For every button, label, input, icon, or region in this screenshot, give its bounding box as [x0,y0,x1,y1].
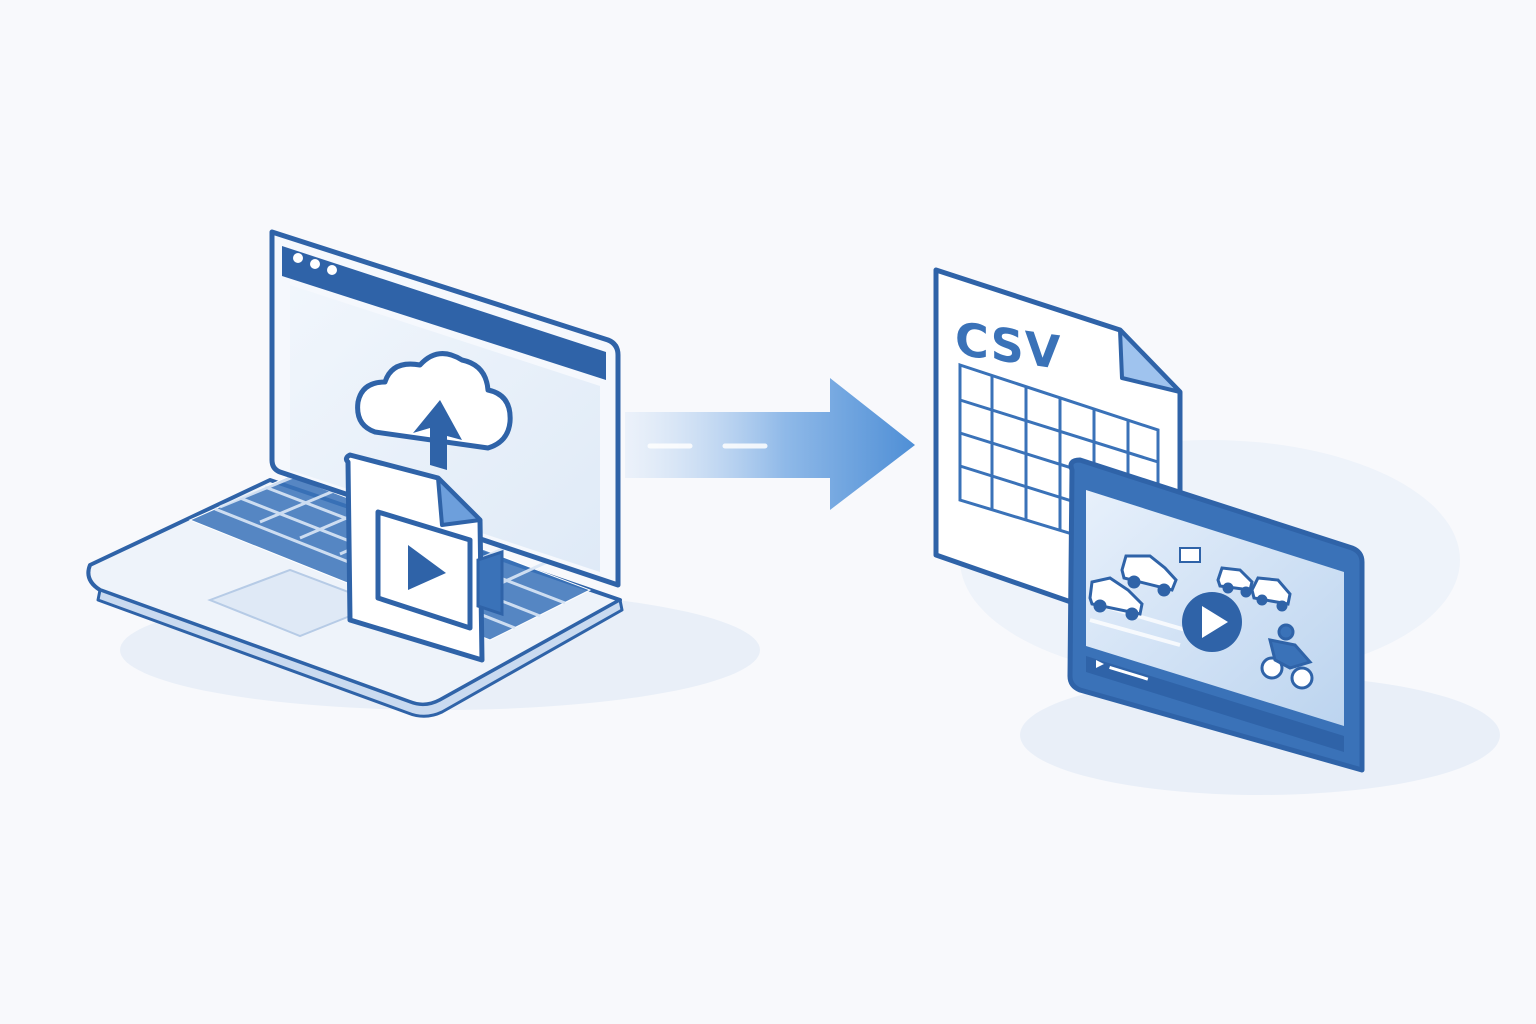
car-icon [1250,576,1292,612]
video-control-bar [1086,656,1344,752]
car-icon [1216,566,1254,598]
video-file-icon [343,452,504,663]
browser-dots-icon [293,253,337,275]
csv-page-fold [1118,328,1182,394]
car-icon [1120,554,1178,597]
video-player [1020,457,1500,795]
browser-title-bar [282,246,606,380]
car-icon [1088,576,1144,621]
motorcycle-icon [1260,623,1314,690]
laptop [86,229,760,718]
cloud-upload-icon [355,351,513,470]
play-icon [1182,592,1242,652]
car-icon [1179,547,1201,563]
arrow-right-icon [625,378,915,510]
play-icon [408,545,446,590]
